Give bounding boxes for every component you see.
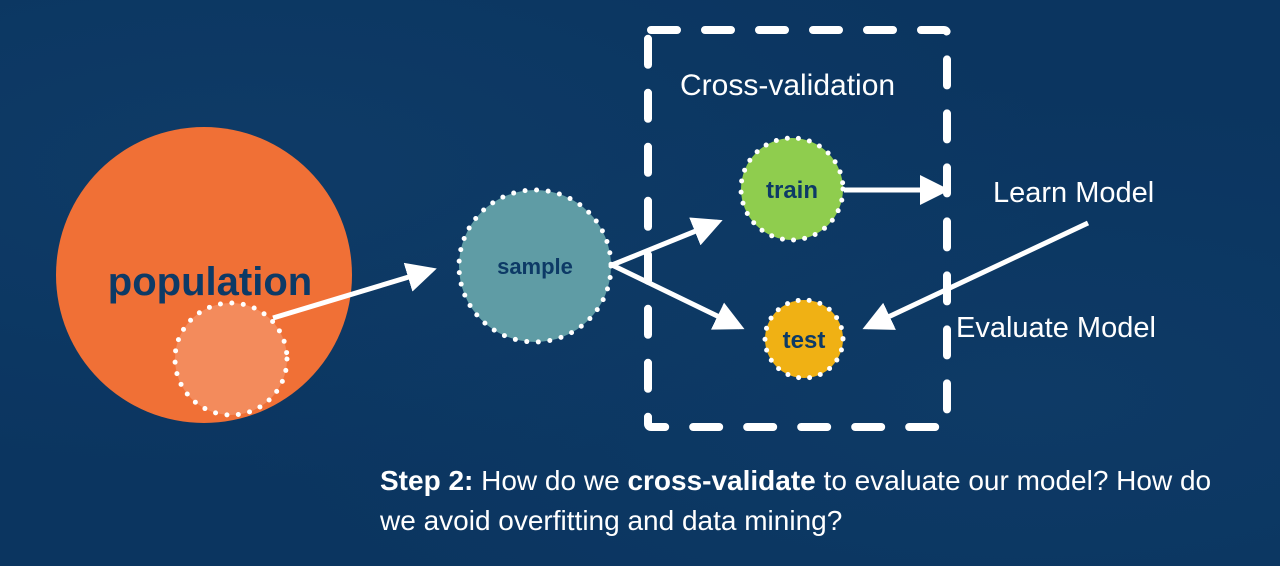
population-subset-node <box>172 300 290 418</box>
arrow-sample-to-train <box>611 217 723 268</box>
cross-validation-box <box>644 26 951 431</box>
caption-text-1: How do we <box>473 465 628 496</box>
caption-bold-term: cross-validate <box>627 465 816 496</box>
population-label: population <box>108 260 312 304</box>
test-label: test <box>783 327 826 354</box>
step-label: Step 2: <box>380 465 474 496</box>
train-node <box>738 135 846 243</box>
train-label: train <box>766 177 818 204</box>
sample-label: sample <box>497 254 573 279</box>
cross-validation-label: Cross-validation <box>680 69 895 102</box>
learn-model-label: Learn Model <box>993 177 1154 209</box>
arrow-population-to-sample <box>272 262 437 321</box>
arrow-learn-to-test <box>862 220 1090 330</box>
sample-node <box>456 187 614 345</box>
caption-text-2: to evaluate our model? How do we avoid o… <box>380 465 1212 536</box>
evaluate-model-label: Evaluate Model <box>956 312 1156 344</box>
arrow-sample-to-test <box>610 262 745 330</box>
step-caption: Step 2: How do we cross-validate to eval… <box>380 461 1240 541</box>
test-node <box>762 297 846 381</box>
